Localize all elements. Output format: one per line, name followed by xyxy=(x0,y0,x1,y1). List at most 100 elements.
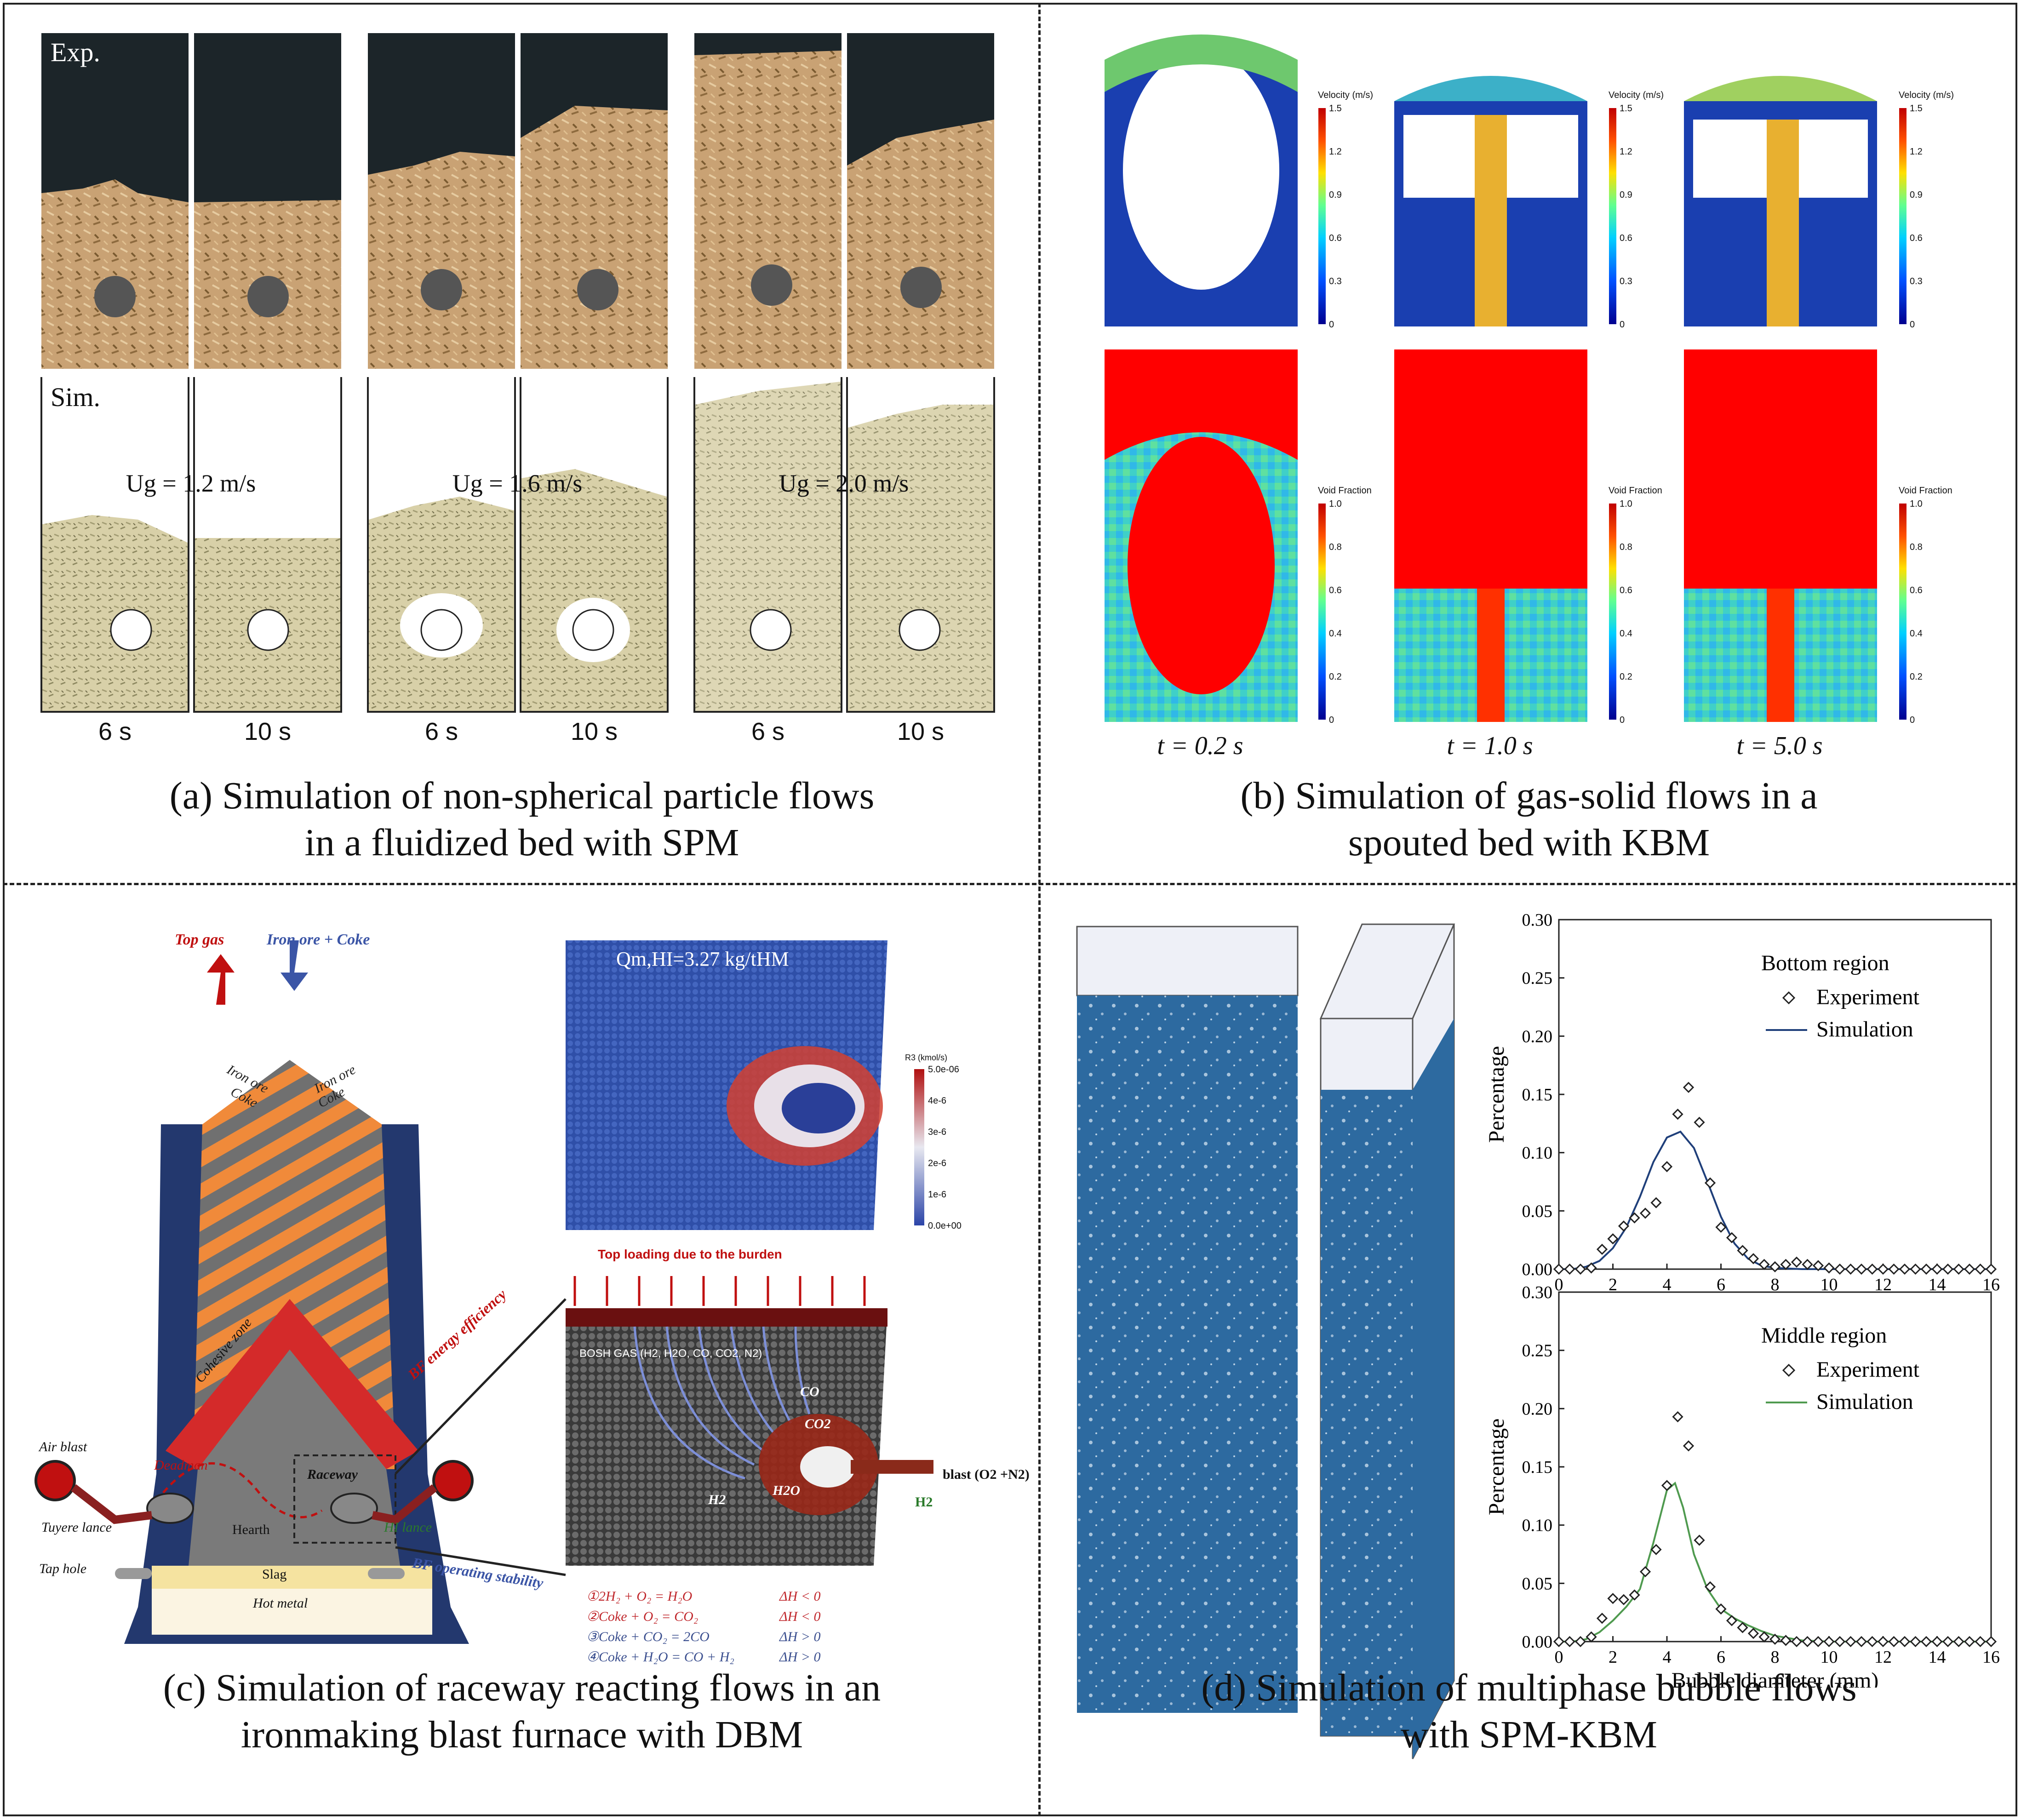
slag-label: Slag xyxy=(262,1567,287,1582)
x-tick-label: 4 xyxy=(1663,1275,1672,1294)
experiment-point xyxy=(1683,1082,1695,1093)
r3-colorbar-tick: 2e-6 xyxy=(928,1158,947,1168)
tap-hole-label: Tap hole xyxy=(39,1561,87,1576)
caption-d-line1: (d) Simulation of multiphase bubble flow… xyxy=(1201,1666,1857,1709)
experiment-point xyxy=(1802,1259,1813,1270)
x-tick-label: 0 xyxy=(1555,1275,1563,1294)
experiment-point xyxy=(1866,1636,1878,1648)
column-a-liquid xyxy=(1077,996,1298,1713)
velocity-colorbar-tick: 1.5 xyxy=(1910,103,1923,114)
column-b-liquid xyxy=(1321,1090,1413,1736)
x-tick-label: 6 xyxy=(1717,1275,1725,1294)
void-colorbar-tick: 0.8 xyxy=(1620,542,1632,552)
hot-metal-layer xyxy=(152,1589,432,1635)
velocity-colorbar-tick: 0 xyxy=(1329,320,1334,330)
experiment-point xyxy=(1953,1636,1964,1648)
velocity-fields xyxy=(1105,34,1877,326)
experiment-point xyxy=(1964,1636,1975,1648)
experiment-point xyxy=(1823,1262,1835,1274)
x-tick-label: 14 xyxy=(1929,1648,1946,1667)
y-axis-label: Percentage xyxy=(1484,1419,1509,1516)
experiment-point xyxy=(1704,1177,1716,1189)
y-tick-label: 0.00 xyxy=(1522,1260,1553,1279)
air-blast-left xyxy=(34,1460,76,1501)
experiment-point xyxy=(1975,1263,1986,1275)
time-b-2: t = 1.0 s xyxy=(1447,732,1533,760)
experiment-point xyxy=(1704,1581,1716,1593)
experiment-point xyxy=(1596,1613,1608,1624)
experiment-point xyxy=(1920,1636,1932,1648)
simulation-line xyxy=(1559,1481,1991,1643)
experiment-point xyxy=(1639,1566,1651,1578)
experiment-point xyxy=(1812,1636,1824,1648)
experiment-point xyxy=(1683,1440,1695,1452)
y-tick-label: 0.30 xyxy=(1522,1283,1553,1302)
r3-colorbar xyxy=(914,1069,924,1225)
vertical-divider xyxy=(1038,3,1041,1816)
experiment-point xyxy=(1802,1636,1813,1648)
caption-c-line2: ironmaking blast furnace with DBM xyxy=(240,1713,803,1756)
panel-a-figure xyxy=(40,33,995,713)
caption-b-line2: spouted bed with KBM xyxy=(1348,821,1710,864)
y-tick-label: 0.20 xyxy=(1522,1399,1553,1419)
bosh-gas-streamlines xyxy=(633,1326,811,1480)
experiment-photos xyxy=(41,33,994,369)
x-tick-label: 2 xyxy=(1609,1648,1617,1667)
simulation-line xyxy=(1559,1130,1991,1270)
co2-label: CO2 xyxy=(805,1416,831,1431)
legend-experiment-label: Experiment xyxy=(1816,985,1920,1009)
x-tick-label: 6 xyxy=(1717,1648,1725,1667)
experiment-point xyxy=(1747,1253,1759,1265)
velocity-colorbar-tick: 0.9 xyxy=(1329,190,1342,200)
reaction-enthalpy: ΔH > 0 xyxy=(779,1649,821,1665)
raceway-label: Raceway xyxy=(307,1467,358,1482)
experiment-point xyxy=(1877,1636,1889,1648)
legend-title: Bottom region xyxy=(1761,951,1889,975)
experiment-point xyxy=(1910,1636,1921,1648)
void-colorbar-tick: 0.8 xyxy=(1910,542,1923,552)
void-colorbar-tick: 0 xyxy=(1329,715,1334,725)
hot-metal-label: Hot metal xyxy=(253,1596,308,1611)
cohesive-zone xyxy=(166,1299,418,1469)
experiment-point xyxy=(1834,1636,1846,1648)
reaction-equation: ②Coke + O₂ = CO₂ xyxy=(586,1609,698,1624)
experiment-point xyxy=(1618,1220,1630,1232)
experiment-point xyxy=(1694,1534,1705,1546)
panel-d-columns xyxy=(1076,923,1455,1759)
bosh-gas-label: BOSH GAS (H2, H2O, CO, CO2, N2) xyxy=(579,1347,762,1360)
r3-colorbar-tick: 5.0e-06 xyxy=(928,1065,959,1075)
void-colorbar-tick: 0.2 xyxy=(1620,672,1632,682)
velocity-colorbar-tick: 0.9 xyxy=(1910,190,1923,200)
x-tick-label: 0 xyxy=(1555,1648,1563,1667)
experiment-point xyxy=(1791,1636,1803,1648)
experiment-point xyxy=(1650,1197,1662,1208)
experiment-point xyxy=(1553,1636,1565,1648)
y-tick-label: 0.10 xyxy=(1522,1144,1553,1163)
experiment-point xyxy=(1942,1636,1954,1648)
y-tick-label: 0.15 xyxy=(1522,1458,1553,1477)
velocity-colorbar-tick: 0 xyxy=(1910,320,1915,330)
experiment-point xyxy=(1888,1263,1900,1275)
velocity-colorbar-tick: 1.2 xyxy=(1910,147,1923,157)
experiment-point xyxy=(1866,1263,1878,1275)
experiment-point xyxy=(1920,1263,1932,1275)
void-colorbar-tick: 0 xyxy=(1910,715,1915,725)
experiment-point xyxy=(1758,1259,1770,1270)
experiment-point xyxy=(1586,1631,1597,1643)
velocity-colorbar-tick: 1.5 xyxy=(1620,103,1632,114)
experiment-point xyxy=(1931,1636,1943,1648)
velocity-colorbar-tick: 1.5 xyxy=(1329,103,1342,114)
velocity-colorbar-tick: 0.3 xyxy=(1329,276,1342,286)
arrow-operating-stability xyxy=(395,1546,566,1576)
experiment-point xyxy=(1823,1636,1835,1648)
legend-experiment-label: Experiment xyxy=(1816,1357,1920,1382)
experiment-point xyxy=(1899,1263,1911,1275)
caption-c: (c) Simulation of raceway reacting flows… xyxy=(9,1665,1035,1758)
experiment-point xyxy=(1553,1263,1565,1275)
experiment-point xyxy=(1672,1411,1683,1423)
